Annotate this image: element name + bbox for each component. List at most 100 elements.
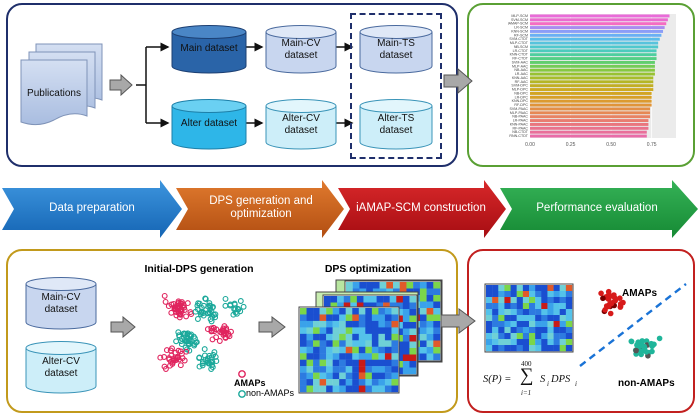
heatmap-cell bbox=[332, 320, 340, 328]
heatmap-cell bbox=[419, 314, 427, 322]
legend-non-amaps-marker-icon bbox=[238, 390, 246, 398]
heatmap-cell bbox=[522, 321, 530, 328]
svm-non-amap-point bbox=[628, 338, 635, 345]
formula-sum-bottom: i=1 bbox=[521, 389, 532, 397]
heatmap-cell bbox=[345, 366, 353, 373]
scatter-point bbox=[193, 339, 200, 346]
heatmap-cell bbox=[402, 367, 410, 375]
scatter-point bbox=[157, 354, 164, 361]
chart-category-label: SVM-AAC bbox=[512, 60, 529, 64]
heatmap-cell bbox=[510, 291, 517, 298]
heatmap-cell bbox=[486, 297, 493, 304]
heatmap-cell bbox=[384, 327, 392, 335]
heatmap-cell bbox=[337, 296, 344, 303]
heatmap-cell bbox=[326, 366, 333, 373]
heatmap-cell bbox=[547, 333, 554, 340]
heatmap-cell bbox=[492, 339, 499, 346]
alter-cv-label-line2: dataset bbox=[284, 125, 318, 136]
heatmap-cell bbox=[553, 285, 560, 292]
stage-4-arrow bbox=[500, 180, 698, 238]
main-cv-label: Main-CV dataset bbox=[264, 38, 338, 62]
heatmap-cell bbox=[343, 296, 351, 303]
scatter-point bbox=[222, 295, 229, 302]
heatmap-cell bbox=[384, 314, 392, 322]
heatmap-cell bbox=[300, 372, 307, 380]
chart-bar bbox=[530, 84, 654, 88]
heatmap-cell bbox=[339, 333, 346, 341]
scatter-point bbox=[216, 338, 223, 344]
main-ts-cylinder bbox=[359, 25, 433, 74]
heatmap-cell bbox=[345, 333, 353, 341]
scatter-point bbox=[196, 363, 203, 370]
heatmap-cell bbox=[300, 385, 307, 393]
heatmap-cell bbox=[306, 308, 314, 315]
heatmap-cell bbox=[426, 353, 434, 361]
scatter-point bbox=[194, 316, 201, 322]
heatmap-cell bbox=[535, 309, 542, 316]
svm-amap-point bbox=[608, 300, 615, 307]
heatmap-cell bbox=[358, 366, 366, 373]
scatter-point bbox=[184, 300, 191, 307]
heatmap-cell bbox=[319, 340, 327, 347]
heatmap-cell bbox=[384, 366, 392, 373]
svm-non-amap-point bbox=[638, 351, 644, 358]
heatmap-cell bbox=[384, 372, 392, 380]
scatter-point bbox=[208, 366, 215, 372]
heatmap-cell bbox=[498, 309, 505, 316]
heatmap-cell bbox=[529, 345, 536, 352]
heatmap-cell bbox=[504, 321, 511, 328]
heatmap-cell bbox=[419, 334, 427, 341]
heatmap-cell bbox=[559, 303, 567, 310]
chart-bar bbox=[530, 53, 657, 57]
alter-dataset-label: Alter dataset bbox=[180, 118, 238, 129]
heatmap-cell bbox=[433, 288, 441, 296]
heatmap-cell bbox=[565, 339, 573, 346]
svm-decision-boundary bbox=[579, 283, 687, 367]
heatmap-cell bbox=[332, 327, 340, 335]
heatmap-cell bbox=[547, 327, 554, 334]
svm-non-amap-point bbox=[643, 349, 650, 355]
scatter-point bbox=[168, 309, 175, 316]
heatmap-cell bbox=[402, 309, 410, 316]
chart-category-label: LR-PAAC bbox=[513, 119, 529, 123]
heatmap-cell bbox=[332, 385, 340, 393]
scatter-point bbox=[182, 344, 189, 351]
heatmap-cell bbox=[339, 314, 346, 322]
scatter-point bbox=[199, 362, 206, 369]
heatmap-cell bbox=[402, 361, 410, 368]
heatmap-cell bbox=[358, 327, 366, 335]
scatter-point bbox=[170, 355, 177, 362]
heatmap-cell bbox=[319, 327, 327, 335]
scatter-point bbox=[225, 330, 232, 337]
heatmap-cell bbox=[498, 303, 505, 310]
heatmap-cell bbox=[541, 285, 548, 292]
heatmap-cell bbox=[565, 291, 573, 298]
heatmap-cell bbox=[402, 354, 410, 362]
heatmap-cell bbox=[326, 372, 333, 380]
heatmap-cell bbox=[399, 282, 407, 289]
heatmap-cell bbox=[345, 320, 353, 328]
heatmap-cell bbox=[510, 339, 517, 346]
chart-category-label: SVM-CTDT bbox=[509, 37, 528, 41]
heatmap-cell bbox=[433, 301, 441, 309]
stage-1-arrow bbox=[2, 180, 182, 238]
heatmap-cell bbox=[565, 321, 573, 328]
heatmap-cell bbox=[343, 302, 351, 310]
heatmap-cell bbox=[486, 303, 493, 310]
chart-bar bbox=[530, 115, 651, 119]
stage-chevrons bbox=[2, 180, 698, 238]
heatmap-cell bbox=[378, 314, 386, 322]
heatmap-cell bbox=[559, 285, 567, 292]
heatmap-cell bbox=[384, 379, 392, 386]
heatmap-cell bbox=[306, 327, 314, 335]
heatmap-cell bbox=[326, 346, 333, 354]
heatmap-cell bbox=[365, 346, 373, 354]
heatmap-cell bbox=[402, 302, 410, 310]
heatmap-cell bbox=[358, 314, 366, 322]
heatmap-cell bbox=[300, 333, 307, 341]
heatmap-cell bbox=[306, 346, 314, 354]
heatmap-cell bbox=[339, 320, 346, 328]
heatmap-cell bbox=[492, 315, 499, 322]
heatmap-cell bbox=[313, 366, 320, 373]
heatmap-cell bbox=[326, 308, 333, 315]
